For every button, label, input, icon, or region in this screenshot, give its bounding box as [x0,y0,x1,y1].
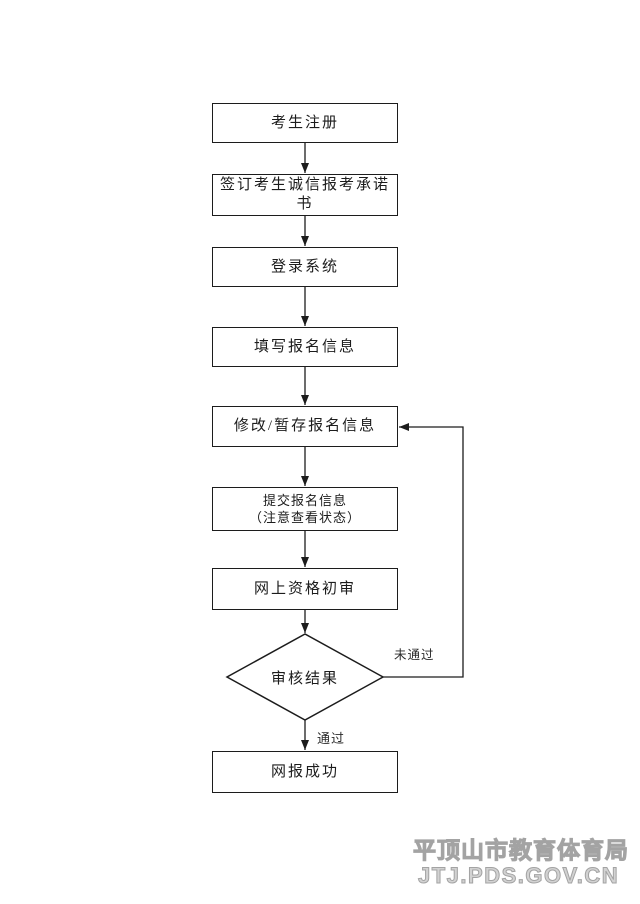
flow-node-success-label: 网报成功 [270,763,339,780]
flow-node-submit-info-label: 提交报名信息 [262,493,347,508]
flow-node-fill-info-label: 填写报名信息 [253,338,356,355]
flow-node-fill-info: 填写报名信息 [212,327,398,367]
watermark-line1: 平顶山市教育体育局 [413,837,629,864]
watermark: 平顶山市教育体育局 JTJ.PDS.GOV.CN [413,837,629,889]
flow-node-submit-info: 提交报名信息 （注意查看状态） [212,487,398,531]
flow-node-register-label: 考生注册 [270,114,339,131]
flow-node-register: 考生注册 [212,103,398,143]
flow-node-submit-info-sublabel: （注意查看状态） [248,510,361,525]
flow-node-online-review-label: 网上资格初审 [253,580,356,597]
flow-node-review-result: 审核结果 [270,671,339,687]
arrow-fail-loop-to-modify-save [383,423,464,678]
flow-node-commitment: 签订考生诚信报考承诺书 [212,174,398,216]
flow-node-modify-save: 修改/暂存报名信息 [212,406,398,447]
flow-node-commitment-label: 签订考生诚信报考承诺书 [219,177,390,212]
edge-label-pass: 通过 [317,731,346,746]
flow-node-login-label: 登录系统 [270,258,339,275]
edge-label-fail: 未通过 [394,648,435,662]
flow-node-modify-save-label: 修改/暂存报名信息 [233,418,377,435]
flow-node-online-review: 网上资格初审 [212,568,398,610]
flow-node-success: 网报成功 [212,751,398,793]
flow-node-login: 登录系统 [212,247,398,287]
watermark-line2: JTJ.PDS.GOV.CN [418,863,620,889]
